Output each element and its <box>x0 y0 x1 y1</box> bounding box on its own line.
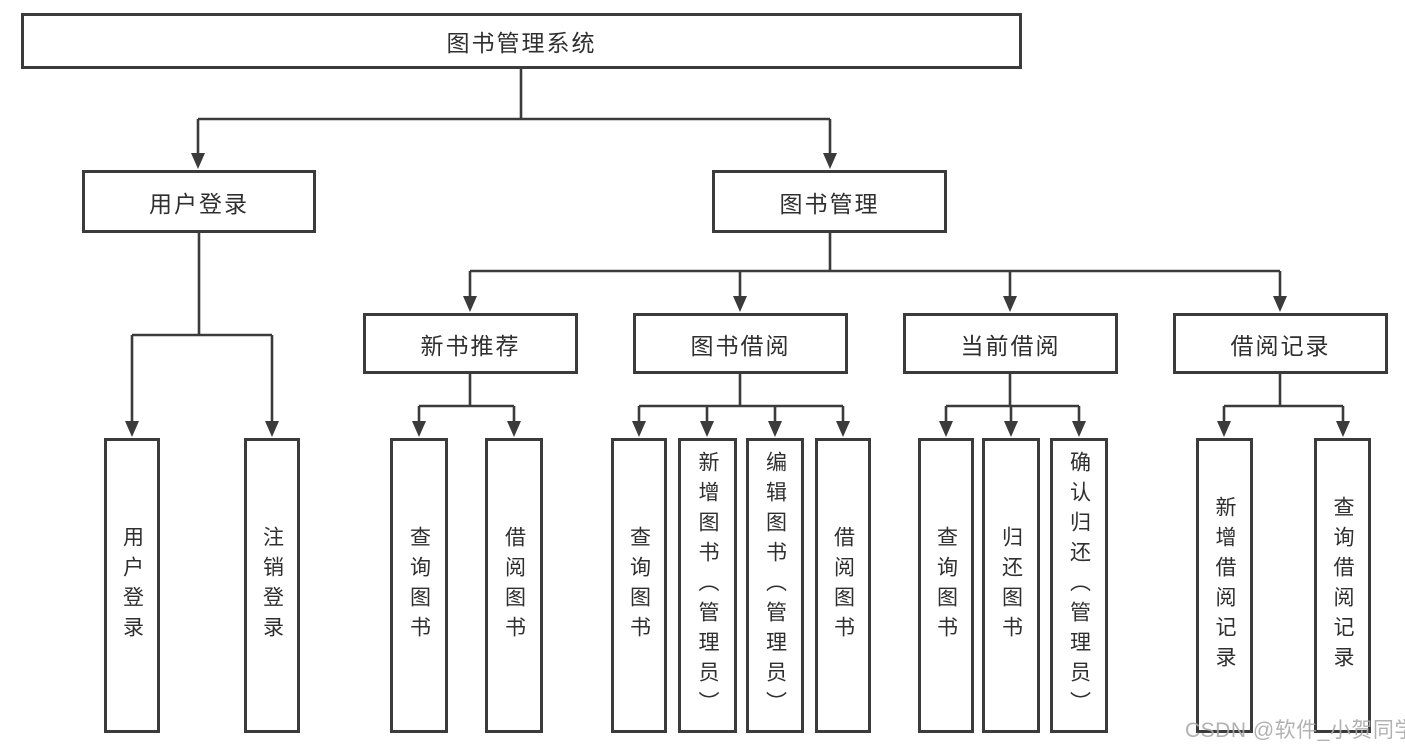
node-root-label: 图书管理系统 <box>446 30 597 56</box>
leaf-query-books-recommend-label: 查询图书 <box>407 525 431 646</box>
leaf-confirm-return-admin: 确认归还（管理员） <box>1050 438 1108 733</box>
leaf-query-books-borrow: 查询图书 <box>611 438 667 733</box>
leaf-borrow-books-label: 借阅图书 <box>831 525 855 646</box>
leaf-confirm-return-admin-label: 确认归还（管理员） <box>1067 450 1091 721</box>
leaf-logout-label: 注销登录 <box>260 525 284 646</box>
leaf-edit-book-admin: 编辑图书（管理员） <box>746 438 804 733</box>
node-root: 图书管理系统 <box>21 13 1022 69</box>
node-book-management: 图书管理 <box>712 170 947 233</box>
node-book-borrow-label: 图书借阅 <box>690 332 791 359</box>
leaf-add-book-admin-label: 新增图书（管理员） <box>696 450 719 721</box>
leaf-query-borrow-record-label: 查询借阅记录 <box>1331 495 1354 676</box>
leaf-add-borrow-record-label: 新增借阅记录 <box>1213 495 1236 676</box>
node-book-borrow: 图书借阅 <box>633 313 848 374</box>
leaf-query-books-borrow-label: 查询图书 <box>627 525 651 646</box>
leaf-query-books-recommend: 查询图书 <box>390 438 448 733</box>
leaf-query-books-current-label: 查询图书 <box>934 525 958 646</box>
leaf-user-login-label: 用户登录 <box>120 525 144 646</box>
node-current-borrow-label: 当前借阅 <box>960 332 1061 359</box>
watermark-text: CSDN @软件_小贺同学 <box>1185 719 1405 742</box>
leaf-borrow-books: 借阅图书 <box>815 438 871 733</box>
leaf-logout: 注销登录 <box>244 438 300 733</box>
node-current-borrow: 当前借阅 <box>903 313 1118 374</box>
node-user-login-label: 用户登录 <box>149 190 249 217</box>
leaf-return-books-label: 归还图书 <box>999 525 1023 646</box>
leaf-borrow-books-recommend: 借阅图书 <box>485 438 543 733</box>
node-borrow-records: 借阅记录 <box>1173 313 1388 374</box>
leaf-query-books-current: 查询图书 <box>918 438 974 733</box>
node-new-book-recommend: 新书推荐 <box>363 313 578 374</box>
leaf-return-books: 归还图书 <box>982 438 1040 733</box>
node-book-management-label: 图书管理 <box>779 190 880 217</box>
node-borrow-records-label: 借阅记录 <box>1230 332 1331 359</box>
node-new-book-recommend-label: 新书推荐 <box>420 332 521 359</box>
node-user-login: 用户登录 <box>82 170 316 233</box>
leaf-add-book-admin: 新增图书（管理员） <box>678 438 737 733</box>
leaf-user-login: 用户登录 <box>104 438 160 733</box>
leaf-add-borrow-record: 新增借阅记录 <box>1196 438 1253 733</box>
leaf-borrow-books-recommend-label: 借阅图书 <box>502 525 526 646</box>
leaf-query-borrow-record: 查询借阅记录 <box>1314 438 1371 733</box>
leaf-edit-book-admin-label: 编辑图书（管理员） <box>763 450 787 721</box>
